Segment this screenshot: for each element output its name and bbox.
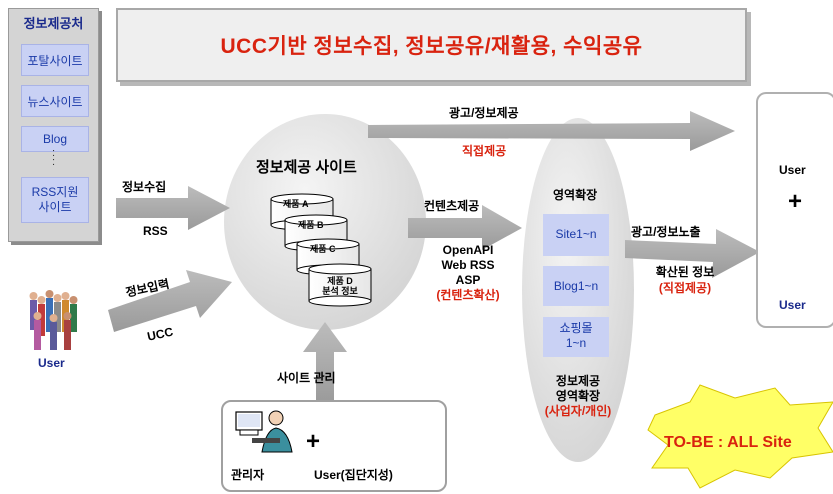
db-d-label: 제품 D 분석 정보	[322, 276, 358, 296]
expansion-bottom: 정보제공 영역확장 (사업자/개인)	[528, 374, 628, 419]
spread-info: 확산된 정보 (직접제공)	[630, 264, 740, 296]
expansion-title: 영역확장	[553, 188, 598, 202]
rss-label: RSS	[143, 224, 168, 238]
admin-plus: +	[306, 428, 321, 455]
blog-box	[543, 266, 609, 306]
right-plus: +	[788, 188, 803, 215]
blog-box-label: Blog1~n	[553, 279, 599, 293]
tobe-starburst	[647, 384, 833, 489]
page-title: UCC기반 정보수집, 정보공유/재활용, 수익공유	[220, 35, 643, 58]
group-label: User(집단지성)	[314, 468, 393, 482]
admin-label: 관리자	[231, 468, 265, 482]
provider-dots: : :	[51, 147, 56, 168]
provider-panel: 정보제공처 포탈사이트 뉴스사이트 Blog : : RSS지원 사이트	[8, 8, 99, 242]
webrss-label: Web RSS	[441, 258, 495, 272]
expose-arrow	[625, 229, 760, 278]
expansion-bottom-2: 영역확장	[555, 389, 601, 403]
provider-news: 뉴스사이트	[21, 85, 89, 117]
admin-person-icon	[235, 410, 293, 453]
left-user-label: User	[38, 356, 65, 370]
provider-portal: 포탈사이트	[21, 44, 89, 76]
db-b-label: 제품 B	[298, 220, 324, 230]
ad-label: 광고/정보제공	[449, 106, 519, 120]
right-user-box	[756, 92, 833, 328]
site-box	[543, 214, 609, 256]
content-label: 컨텐츠제공	[424, 199, 480, 213]
content-spread-label: (컨텐츠확산)	[436, 288, 500, 302]
provider-blog: Blog	[21, 126, 89, 152]
shop-box-label: 쇼핑몰 1~n	[559, 321, 593, 350]
site-title: 정보제공 사이트	[256, 159, 357, 176]
db-a-label: 제품 A	[283, 199, 309, 209]
site-box-label: Site1~n	[555, 227, 597, 241]
asp-label: ASP	[455, 273, 481, 287]
direct-provide-label: 직접제공	[462, 144, 507, 158]
provider-rss: RSS지원 사이트	[21, 177, 89, 223]
db-stack	[270, 193, 372, 307]
ad-arrow	[368, 111, 735, 151]
openapi-label: OpenAPI	[442, 243, 494, 257]
content-methods: OpenAPI Web RSS ASP (컨텐츠확산)	[418, 243, 518, 303]
input-arrow	[108, 270, 232, 332]
content-arrow	[408, 205, 522, 250]
db-c-label: 제품 C	[310, 244, 336, 254]
right-user-label-1: User	[779, 163, 806, 177]
tobe-label: TO-BE : ALL Site	[664, 434, 792, 451]
shop-box	[543, 317, 609, 357]
collect-label: 정보수집	[122, 180, 167, 194]
collect-arrow	[116, 186, 230, 230]
expose-label: 광고/정보노출	[631, 225, 701, 239]
provider-panel-title: 정보제공처	[23, 16, 84, 31]
expansion-bottom-3: (사업자/개인)	[544, 404, 612, 418]
spread-info-label: 확산된 정보	[655, 265, 715, 279]
left-user-crowd-icon	[29, 290, 78, 350]
site-manage-label: 사이트 관리	[277, 371, 336, 385]
right-user-label-2: User	[779, 298, 806, 312]
direct-provide-label-2: (직접제공)	[658, 281, 712, 295]
manage-arrow	[303, 322, 347, 404]
expansion-bottom-1: 정보제공	[555, 374, 601, 388]
title-banner: UCC기반 정보수집, 정보공유/재활용, 수익공유	[116, 8, 747, 82]
